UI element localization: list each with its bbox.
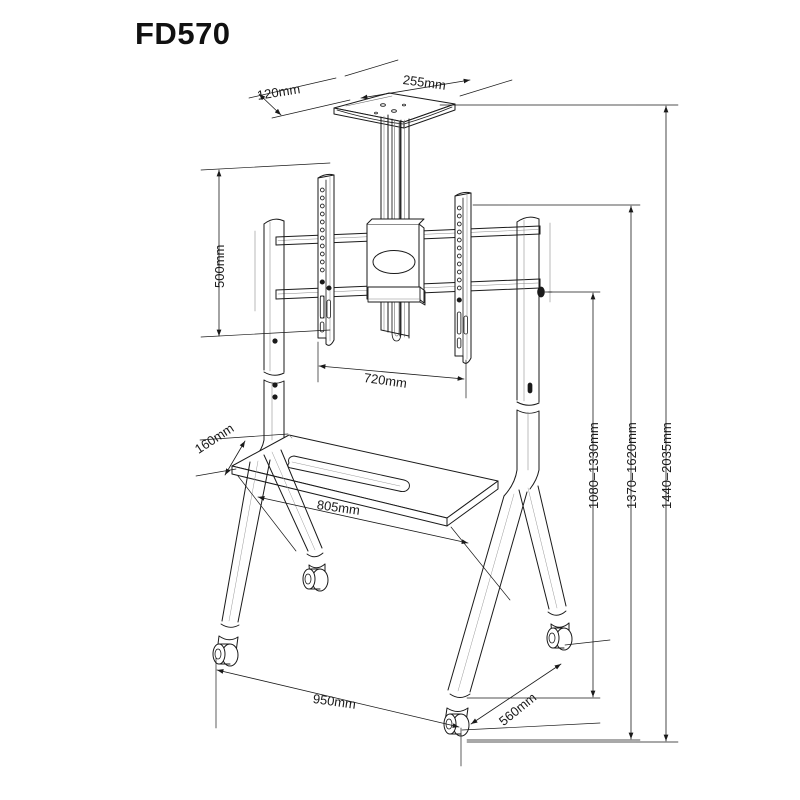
dimension-label-1080-1330mm: 1080–1330mm: [586, 422, 601, 509]
top-camera-plate: [333, 92, 456, 129]
dimension-label-1370-1620mm: 1370–1620mm: [624, 422, 639, 509]
right-mount-rail: [454, 191, 472, 364]
center-mount-box: [366, 218, 426, 306]
model-title: FD570: [135, 16, 231, 51]
dimension-label-1440-2035mm: 1440–2035mm: [659, 422, 674, 509]
right-upright: [503, 216, 545, 497]
equipment-shelf: [231, 434, 499, 527]
dimension-lines: [195, 59, 679, 767]
left-mount-rail: [317, 173, 335, 346]
dimension-label-500mm: 500mm: [212, 244, 227, 288]
